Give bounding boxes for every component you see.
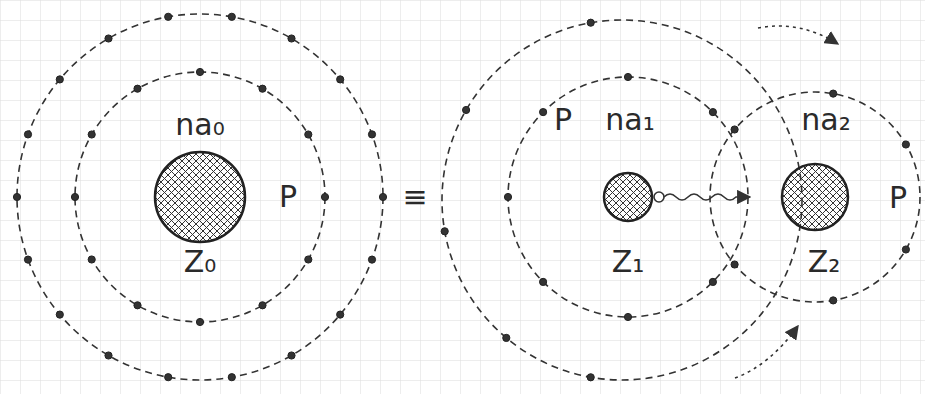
electron-dot [830,90,837,97]
atom-label: Z₂ [808,247,841,277]
electron-dot [587,374,594,381]
electron-dot [379,193,386,200]
electron-dot [288,352,295,359]
electron-dot [830,297,837,304]
electron-dot [305,131,312,138]
atom-label: P [279,182,297,212]
electron-dot [463,106,470,113]
electron-dot [503,334,510,341]
electron-dot [337,76,344,83]
electron-dot [321,193,328,200]
atom-label: na₂ [801,105,850,135]
electron-dot [228,374,235,381]
electron-dot [587,19,594,26]
electron-dot [902,141,909,148]
electron-dot [196,68,203,75]
electron-dot [196,318,203,325]
electron-dot [337,311,344,318]
electron-dot [105,352,112,359]
electron-dot [228,13,235,20]
electron-dot [165,374,172,381]
atom-label: P [889,183,907,213]
electron-dot [134,85,141,92]
electron-dot [24,256,31,263]
electron-dot [731,261,738,268]
electron-dot [288,35,295,42]
electron-dot [540,109,547,116]
electron-dot [56,311,63,318]
electron-dot [624,73,631,80]
atom-label: na₀ [175,110,224,140]
electron-dot [624,313,631,320]
atom-label: na₁ [605,105,654,135]
electron-dot [24,131,31,138]
electron-dot [259,85,266,92]
electron-dot [709,278,716,285]
atom-label: Z₀ [184,247,217,277]
electron-dot [88,256,95,263]
electron-dot [731,126,738,133]
electrons [13,13,909,381]
electron-dot [305,256,312,263]
electron-dot [134,302,141,309]
atom-label: Z₁ [612,247,645,277]
nuclei [155,152,848,242]
electron-dot [902,246,909,253]
electron-dot [441,228,448,235]
electron-dot [368,256,375,263]
electron-dot [88,131,95,138]
electron-dot [504,193,511,200]
electron-dot [368,131,375,138]
electron-dot [105,35,112,42]
electron-dot [540,278,547,285]
electron-dot [71,193,78,200]
electron-dot [259,302,266,309]
atom-label: ≡ [402,182,427,212]
electron-dot [165,13,172,20]
atom-label: P [554,105,572,135]
electron-dot [13,193,20,200]
orbits [17,14,920,380]
transfer-arrows [654,26,838,378]
electron-dot [709,109,716,116]
electron-dot [56,76,63,83]
